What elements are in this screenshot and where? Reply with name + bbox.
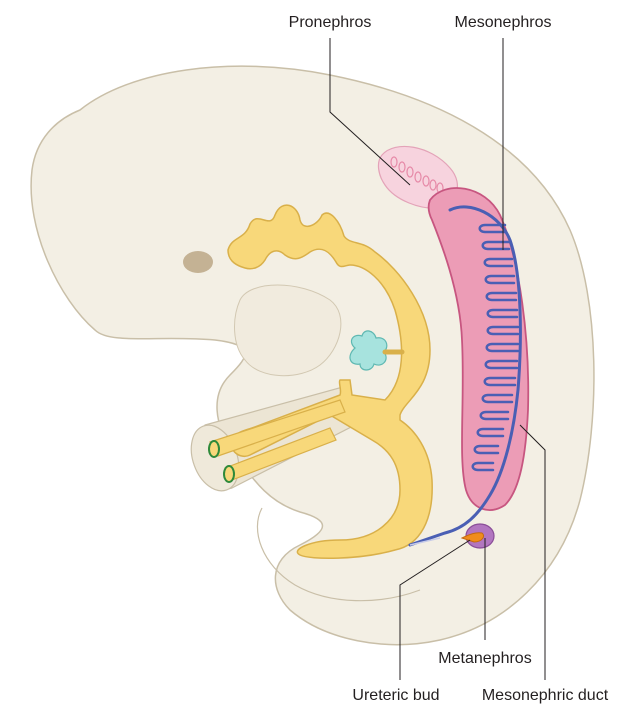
label-mesonephric-duct: Mesonephric duct — [482, 687, 609, 704]
label-ureteric-bud: Ureteric bud — [352, 687, 439, 704]
label-mesonephros: Mesonephros — [455, 14, 552, 31]
label-pronephros: Pronephros — [289, 14, 372, 31]
label-metanephros: Metanephros — [438, 650, 531, 667]
otic-placode — [183, 251, 213, 273]
